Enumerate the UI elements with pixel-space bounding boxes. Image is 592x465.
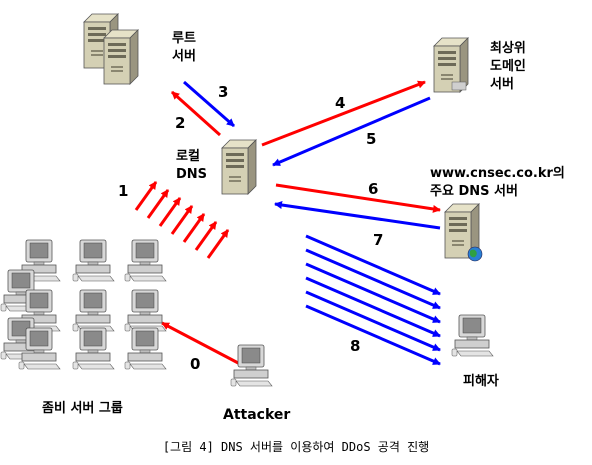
tld-server-label-line3: 서버 bbox=[490, 76, 514, 92]
arrow-step-8-line bbox=[305, 262, 441, 324]
step-5-label: 5 bbox=[366, 130, 376, 148]
arrow-step-7 bbox=[274, 201, 441, 230]
arrow-step-6 bbox=[275, 183, 441, 213]
step-2-label: 2 bbox=[175, 114, 185, 132]
zombie-pc-icon bbox=[72, 289, 115, 332]
arrow-step-8-line bbox=[305, 304, 441, 366]
tld-server-icon bbox=[433, 37, 469, 93]
arrow-step-1-line bbox=[134, 181, 158, 211]
arrow-step-2 bbox=[170, 90, 222, 137]
target-dns-label-line1: www.cnsec.co.kr의 bbox=[430, 165, 565, 181]
arrow-step-1-line bbox=[146, 189, 170, 219]
arrow-step-8-line bbox=[305, 276, 441, 338]
target-dns-server-icon bbox=[444, 203, 483, 262]
root-server-label-line1: 루트 bbox=[172, 31, 196, 46]
step-7-label: 7 bbox=[373, 231, 383, 249]
arrow-step-3 bbox=[183, 80, 235, 128]
tld-server-label-line1: 최상위 bbox=[490, 41, 526, 56]
step-8-label: 8 bbox=[350, 337, 360, 355]
zombie-pc-icon bbox=[124, 327, 167, 370]
arrow-step-8-line bbox=[305, 234, 441, 296]
arrow-step-0 bbox=[161, 321, 243, 367]
arrow-step-1-line bbox=[182, 213, 206, 243]
arrow-step-1-line bbox=[206, 229, 230, 259]
root-server-label-line2: 서버 bbox=[172, 48, 196, 64]
local-dns-label-line2: DNS bbox=[176, 167, 207, 182]
figure-caption: [그림 4] DNS 서버를 이용하여 DDoS 공격 진행 bbox=[163, 439, 429, 454]
arrow-step-8-group bbox=[305, 234, 441, 366]
arrow-step-1-line bbox=[194, 221, 218, 251]
step-0-label: 0 bbox=[190, 355, 200, 373]
arrow-step-8-line bbox=[305, 248, 441, 310]
zombie-group-label: 좀비 서버 그룹 bbox=[42, 400, 123, 416]
attacker-label: Attacker bbox=[223, 407, 290, 423]
arrow-step-1-group bbox=[134, 181, 230, 259]
zombie-pc-icon bbox=[72, 327, 115, 370]
step-1-label: 1 bbox=[118, 182, 128, 200]
arrow-step-1-line bbox=[170, 205, 194, 235]
attacker-pc-icon bbox=[230, 344, 273, 387]
step-3-label: 3 bbox=[218, 83, 228, 101]
victim-pc-icon bbox=[451, 314, 494, 357]
arrow-step-4 bbox=[261, 80, 426, 147]
arrow-step-5 bbox=[272, 96, 431, 167]
arrow-step-8-line bbox=[305, 290, 441, 352]
zombie-pc-group-icon bbox=[0, 239, 167, 370]
tld-server-label-line2: 도메인 bbox=[490, 58, 526, 74]
root-server-icon bbox=[83, 13, 139, 85]
victim-label: 피해자 bbox=[463, 373, 499, 389]
target-dns-label-line2: 주요 DNS 서버 bbox=[430, 183, 518, 199]
local-dns-server-icon bbox=[221, 139, 257, 195]
zombie-pc-icon bbox=[124, 289, 167, 332]
step-4-label: 4 bbox=[335, 94, 345, 112]
zombie-pc-icon bbox=[72, 239, 115, 282]
arrow-step-1-line bbox=[158, 197, 182, 227]
zombie-pc-icon bbox=[124, 239, 167, 282]
local-dns-label-line1: 로컬 bbox=[176, 149, 200, 164]
step-6-label: 6 bbox=[368, 180, 378, 198]
